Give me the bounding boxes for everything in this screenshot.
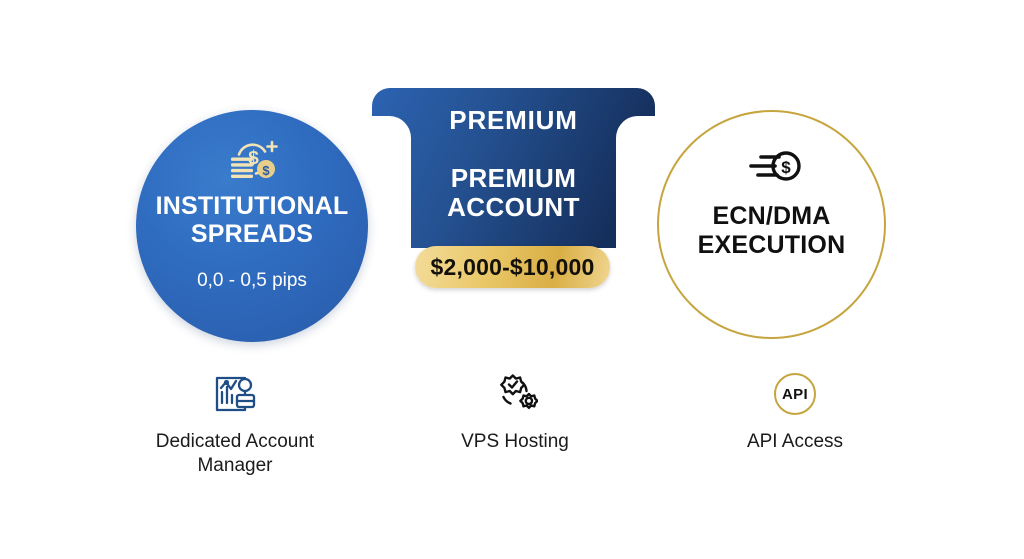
feature-dedicated-account-manager: Dedicated Account Manager: [110, 370, 360, 478]
institutional-spreads-subtitle: 0,0 - 0,5 pips: [197, 270, 307, 291]
institutional-spreads-card: $ $ INSTITUTIONAL SPREADS 0,0 - 0,5 pips: [136, 110, 368, 342]
price-range-badge: $2,000-$10,000: [415, 246, 610, 288]
ecn-dma-title-line1: ECN/DMA: [712, 202, 831, 230]
fast-money-icon: $: [739, 144, 805, 188]
feature-label-vps-hosting: VPS Hosting: [461, 430, 569, 454]
feature-label-dedicated-account-manager: Dedicated Account Manager: [156, 430, 314, 478]
feature-label-api-access: API Access: [747, 430, 843, 454]
feature-row: Dedicated Account Manager V: [110, 370, 920, 478]
svg-text:$: $: [781, 158, 791, 177]
money-stack-plus-icon: $ $: [222, 136, 282, 188]
ecn-dma-execution-title: ECN/DMA EXECUTION: [698, 202, 846, 260]
feature-label-line1: Dedicated Account: [155, 431, 315, 452]
api-ring-label: API: [774, 373, 816, 415]
institutional-spreads-title-line1: INSTITUTIONAL: [155, 192, 349, 220]
account-manager-chart-person-icon: [212, 370, 258, 418]
svg-text:$: $: [262, 163, 270, 178]
premium-account-banner: PREMIUM PREMIUM ACCOUNT: [372, 88, 655, 248]
institutional-spreads-title: INSTITUTIONAL SPREADS: [156, 192, 349, 248]
feature-label-line1: API Access: [746, 431, 844, 452]
institutional-spreads-title-line2: SPREADS: [190, 220, 314, 248]
vps-hosting-gear-check-icon: [492, 370, 538, 418]
ecn-dma-title-line2: EXECUTION: [697, 231, 846, 259]
ecn-dma-execution-card: $ ECN/DMA EXECUTION: [657, 110, 886, 339]
feature-vps-hosting: VPS Hosting: [390, 370, 640, 478]
feature-api-access: API API Access: [670, 370, 920, 478]
feature-label-line1: VPS Hosting: [461, 431, 569, 452]
svg-text:$: $: [248, 148, 259, 169]
feature-label-line2: Manager: [197, 455, 273, 476]
banner-ribbon-shape: [372, 88, 655, 248]
api-ring-icon: API: [774, 370, 816, 418]
